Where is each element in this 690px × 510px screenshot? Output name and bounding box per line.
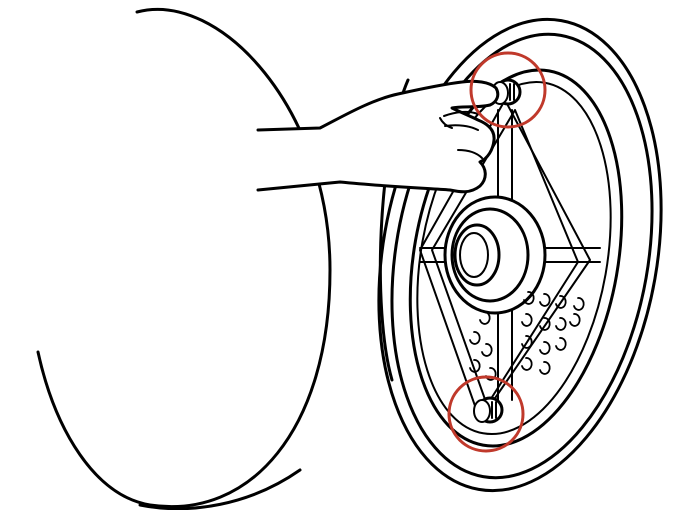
filter-holes [469, 291, 585, 381]
central-hub [443, 195, 547, 315]
lower-screw-icon[interactable] [473, 396, 504, 424]
appliance-body-outline [36, 7, 332, 510]
upper-screw-highlight [469, 51, 547, 129]
inner-rim [408, 68, 624, 448]
callout-highlights [447, 51, 547, 453]
outer-rim-inner-edge [390, 32, 654, 480]
filter-cover-assembly [377, 17, 663, 493]
outer-rim [377, 17, 663, 493]
hand-illustration [256, 79, 500, 194]
lower-screw-highlight [447, 375, 525, 453]
